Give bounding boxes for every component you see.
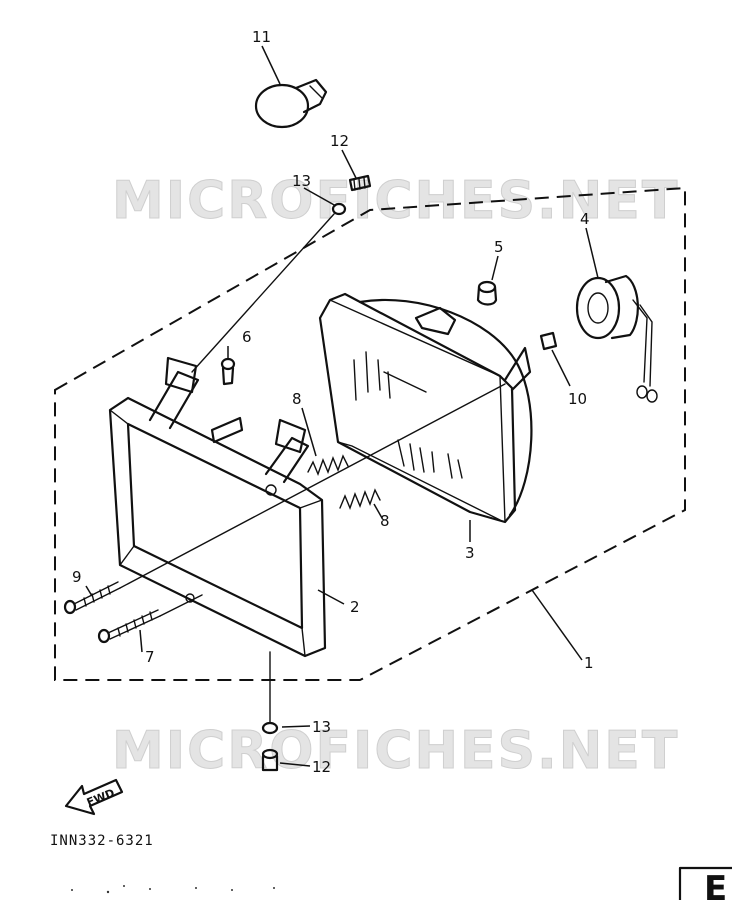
callout-1: 1 xyxy=(584,654,594,672)
callout-9: 9 xyxy=(72,568,82,586)
screw-part-9 xyxy=(63,581,121,615)
callout-10: 10 xyxy=(568,390,587,408)
cap-part-5 xyxy=(476,280,498,306)
page-letter: E xyxy=(704,869,727,900)
fwd-arrow-icon: FWD xyxy=(64,778,124,816)
screw-part-6 xyxy=(220,357,236,386)
callout-8-lower: 8 xyxy=(380,512,390,530)
callout-8-upper: 8 xyxy=(292,390,302,408)
rim-part-2 xyxy=(108,356,327,658)
clip-part-10 xyxy=(539,331,558,351)
callout-6: 6 xyxy=(242,328,252,346)
assembly-boundary xyxy=(54,186,686,681)
screw-part-12-top xyxy=(348,174,372,192)
spring-part-8-lower xyxy=(339,488,381,510)
screw-part-12-bottom xyxy=(261,748,279,772)
headlight-unit-part-3 xyxy=(318,292,533,524)
scan-specks xyxy=(71,885,275,894)
socket-part-4 xyxy=(575,274,658,403)
nut-part-13-top xyxy=(331,202,347,216)
screw-part-7 xyxy=(97,609,161,644)
callout-12-top: 12 xyxy=(330,132,349,150)
fwd-label: FWD xyxy=(85,786,117,809)
callout-5: 5 xyxy=(494,238,504,256)
callout-3: 3 xyxy=(465,544,475,562)
watermark-bottom: MICROFICHES.NET xyxy=(112,721,679,781)
callout-13-bottom: 13 xyxy=(312,718,331,736)
callout-13-top: 13 xyxy=(292,172,311,190)
callout-4: 4 xyxy=(580,210,590,228)
bulb-part-11 xyxy=(254,78,328,129)
nut-part-13-bottom xyxy=(261,721,279,735)
diagram-code: INN332-6321 xyxy=(50,833,154,849)
callout-12-bottom: 12 xyxy=(312,758,331,776)
callout-7: 7 xyxy=(145,648,155,666)
callout-11: 11 xyxy=(252,28,271,46)
page-letter-box: E xyxy=(678,866,732,900)
spring-part-8-upper xyxy=(307,454,349,476)
watermark-top: MICROFICHES.NET xyxy=(112,171,679,231)
callout-2: 2 xyxy=(350,598,360,616)
